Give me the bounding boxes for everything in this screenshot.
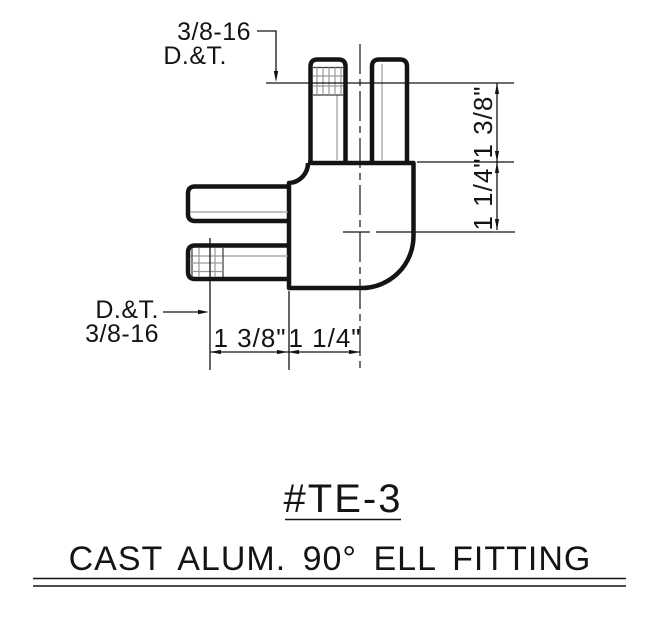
vertical-port-right (369, 57, 410, 163)
part-number: #TE-3 (284, 477, 403, 521)
fitting-outline (185, 57, 416, 291)
arrowhead-left (210, 349, 221, 355)
drawing-title: CAST ALUM. 90° ELL FITTING (69, 540, 592, 578)
arrowhead-up (494, 83, 500, 94)
dimension-right-lower: 1 1/4" (468, 157, 498, 230)
leader-arrowhead-down (273, 71, 279, 82)
arrowhead-left (288, 349, 299, 355)
fitting-body (286, 160, 416, 291)
arrowhead-down (494, 219, 500, 230)
thread-region-lower-port (191, 248, 224, 277)
bore-lines (190, 64, 383, 257)
arrowhead-right (349, 349, 360, 355)
dimension-lines (163, 30, 514, 370)
bottom-callout-operation: D.&T. (95, 296, 159, 324)
arrowheads (198, 71, 500, 355)
vertical-port-left (308, 57, 348, 163)
thread-region-top-port (313, 66, 343, 96)
dimension-bottom-right: 1 1/4" (288, 323, 361, 353)
leader-top-callout (257, 30, 277, 72)
dimension-right-upper: 1 3/8" (468, 85, 498, 158)
arrowhead-down (494, 151, 500, 162)
arrowhead-right (277, 349, 288, 355)
top-callout-operation: D.&T. (163, 42, 227, 70)
leader-arrowhead-right (198, 309, 209, 315)
horizontal-port-lower (185, 243, 289, 282)
dimension-bottom-left: 1 3/8" (213, 323, 286, 353)
bottom-callout-thread-spec: 3/8-16 (85, 320, 159, 348)
horizontal-port-upper (185, 184, 289, 224)
top-callout-thread-spec: 3/8-16 (177, 18, 251, 46)
centerlines (343, 44, 515, 370)
arrowhead-up (494, 162, 500, 173)
